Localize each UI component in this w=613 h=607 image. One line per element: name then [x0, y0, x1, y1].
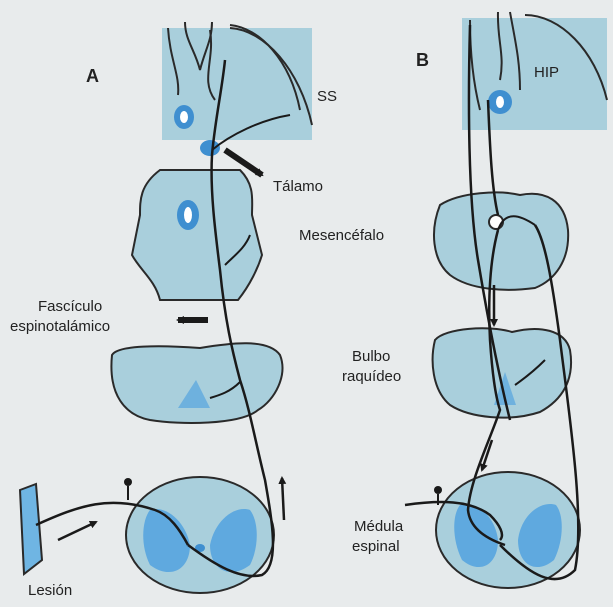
panel-label-a: A: [86, 68, 99, 85]
skin-lesion-site: [20, 484, 42, 574]
label-medula-line1: Médula: [354, 518, 403, 535]
label-fasciculo-line2: espinotalámico: [10, 318, 110, 335]
label-fasciculo-line1: Fascículo: [38, 298, 102, 315]
label-bulbo-line1: Bulbo: [352, 348, 390, 365]
panel-b-spinal-cord: [436, 472, 580, 588]
label-hip: HIP: [534, 64, 559, 81]
label-bulbo-line2: raquídeo: [342, 368, 401, 385]
panel-a-midbrain: [132, 170, 262, 300]
panel-b-diagram: [405, 12, 607, 588]
label-lesion: Lesión: [28, 582, 72, 599]
label-ss: SS: [317, 88, 337, 105]
panel-b-midbrain: [434, 192, 568, 289]
label-talamo: Tálamo: [273, 178, 323, 195]
label-medula-line2: espinal: [352, 538, 400, 555]
input-arrow: [58, 522, 96, 540]
ascending-arrow: [282, 478, 284, 520]
label-mesencefalo: Mesencéfalo: [299, 227, 384, 244]
panel-label-b: B: [416, 52, 429, 69]
panel-a-cortex: [162, 22, 312, 156]
